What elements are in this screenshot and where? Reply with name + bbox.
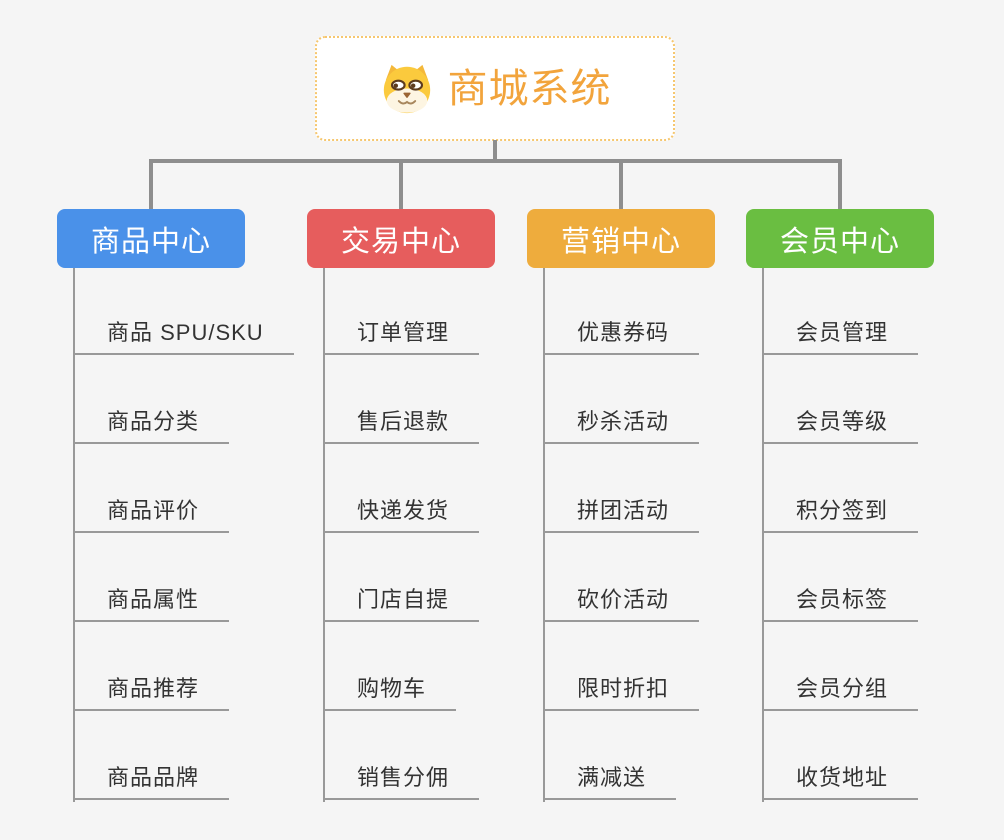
branch-node-member-center[interactable]: 会员中心 [746,209,934,268]
leaf-branch-line [543,268,545,802]
leaf-node[interactable]: 会员标签 [762,589,919,622]
leaf-node[interactable]: 限时折扣 [543,678,700,711]
leaf-node[interactable]: 购物车 [323,678,457,711]
leaf-node[interactable]: 订单管理 [323,322,480,355]
connector-bus [149,159,840,163]
leaf-node[interactable]: 售后退款 [323,411,480,444]
root-title: 商城系统 [447,66,612,111]
leaf-branch-line [323,268,325,802]
leaf-node[interactable]: 商品 SPU/SKU [73,322,294,355]
leaf-branch-line [762,268,764,802]
root-node[interactable]: 商城系统 [315,36,675,141]
connector-drop-marketing [619,159,623,210]
leaf-node[interactable]: 商品属性 [73,589,230,622]
leaf-node[interactable]: 商品分类 [73,411,230,444]
connector-drop-trade [399,159,403,210]
connector-root-drop [493,140,497,161]
leaf-node[interactable]: 门店自提 [323,589,480,622]
leaf-node[interactable]: 会员等级 [762,411,919,444]
leaf-branch-line [73,268,75,802]
leaf-node[interactable]: 满减送 [543,767,677,800]
connector-drop-member [838,159,842,210]
leaf-node[interactable]: 商品评价 [73,500,230,533]
leaf-node[interactable]: 销售分佣 [323,767,480,800]
leaf-node[interactable]: 会员管理 [762,322,919,355]
connector-drop-product [149,159,153,210]
branch-node-product-center[interactable]: 商品中心 [57,209,245,268]
leaf-node[interactable]: 快递发货 [323,500,480,533]
leaf-node[interactable]: 商品品牌 [73,767,230,800]
leaf-node[interactable]: 秒杀活动 [543,411,700,444]
branch-node-trade-center[interactable]: 交易中心 [307,209,495,268]
dog-face-icon [383,64,430,113]
leaf-node[interactable]: 拼团活动 [543,500,700,533]
leaf-node[interactable]: 商品推荐 [73,678,230,711]
leaf-node[interactable]: 积分签到 [762,500,919,533]
leaf-node[interactable]: 会员分组 [762,678,919,711]
leaf-node[interactable]: 砍价活动 [543,589,700,622]
branch-node-marketing-center[interactable]: 营销中心 [527,209,715,268]
leaf-node[interactable]: 收货地址 [762,767,919,800]
leaf-node[interactable]: 优惠券码 [543,322,700,355]
